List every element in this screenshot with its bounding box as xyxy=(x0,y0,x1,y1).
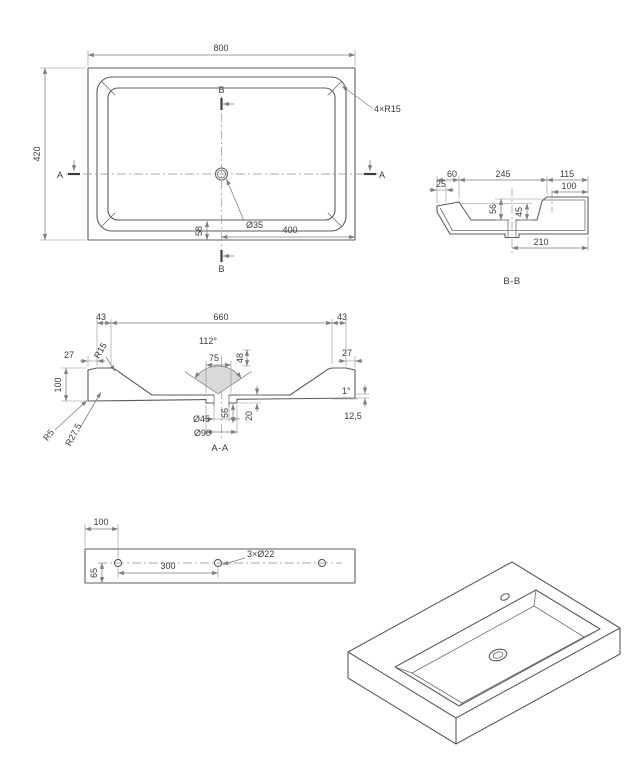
wall-inner-line-bb xyxy=(440,199,586,231)
iso-basin-wall-edges xyxy=(394,589,601,707)
aa-radius-r5: R5 xyxy=(41,428,56,443)
aa-drain-dia-45: Ø45 xyxy=(193,414,210,424)
bb-dim-210: 210 xyxy=(533,237,548,247)
section-b-marker-bottom: B xyxy=(218,264,224,274)
dim-400: 400 xyxy=(282,225,297,235)
aa-angle-1: 1° xyxy=(342,386,351,396)
back-holes-note: 3×Ø22 xyxy=(247,549,274,559)
rim-corner-chamfers xyxy=(101,81,342,227)
aa-dim-43-right: 43 xyxy=(337,312,347,322)
aa-dim-20: 20 xyxy=(244,411,254,421)
drain-boss-aa xyxy=(205,398,238,404)
aa-dim-100: 100 xyxy=(53,377,63,392)
aa-dim-43-left: 43 xyxy=(96,312,106,322)
section-aa-view: 43 660 43 112° 27 R15 75 48 27 100 R5 R2… xyxy=(41,312,369,454)
section-bb-geometry xyxy=(429,176,589,253)
back-dim-300: 300 xyxy=(160,561,175,571)
isometric-view xyxy=(347,561,621,745)
top-view-geometry xyxy=(40,50,378,262)
back-dim-100: 100 xyxy=(93,517,108,527)
bb-dim-245: 245 xyxy=(495,169,510,179)
section-bb-view: 25 60 245 115 100 56 45 210 B-B xyxy=(429,169,589,287)
aa-dim-27-left: 27 xyxy=(64,350,74,360)
section-aa-geometry xyxy=(54,319,369,441)
back-view-geometry xyxy=(84,524,356,584)
section-a-marker-left: A xyxy=(57,170,63,180)
angle-sector xyxy=(194,365,242,394)
drain-boss-bb xyxy=(504,233,520,239)
aa-drain-dia-90: Ø90 xyxy=(194,428,211,438)
aa-dim-75: 75 xyxy=(209,353,219,363)
drain-diameter-label: Ø35 xyxy=(246,220,263,230)
dim-58: 58 xyxy=(194,226,204,236)
section-aa-label: A-A xyxy=(211,443,229,454)
aa-dim-12-5: 12,5 xyxy=(344,411,362,421)
top-view: 800 420 4×R15 58 Ø35 400 A A B B xyxy=(32,43,401,274)
bb-dim-25: 25 xyxy=(436,179,446,189)
corner-radius-note: 4×R15 xyxy=(374,104,401,114)
bb-dim-60: 60 xyxy=(447,169,457,179)
iso-side-faces xyxy=(347,627,621,745)
aa-dim-56: 56 xyxy=(220,408,230,418)
drain-hole-aa xyxy=(213,394,230,407)
bb-dim-56: 56 xyxy=(488,204,498,214)
section-b-marker-top: B xyxy=(218,85,224,95)
isometric-geometry xyxy=(347,561,621,745)
iso-tap-hole xyxy=(500,593,510,601)
dim-420: 420 xyxy=(32,146,42,161)
back-view: 100 65 300 3×Ø22 xyxy=(84,517,356,584)
bb-dim-100: 100 xyxy=(561,181,576,191)
section-bb-label: B-B xyxy=(503,276,520,287)
aa-dim-48: 48 xyxy=(235,353,245,363)
aa-dim-27-right: 27 xyxy=(342,348,352,358)
aa-dim-660: 660 xyxy=(213,312,228,322)
bb-dim-45: 45 xyxy=(514,207,524,217)
aa-angle-112: 112° xyxy=(199,336,217,346)
back-dim-65: 65 xyxy=(89,568,99,578)
aa-radius-r27-5: R27,5 xyxy=(63,422,83,448)
section-a-marker-right: A xyxy=(379,170,385,180)
iso-basin-rim xyxy=(394,589,601,707)
dim-800: 800 xyxy=(213,43,228,53)
drain-hole-bb xyxy=(507,219,517,238)
bb-dim-115: 115 xyxy=(560,169,574,179)
iso-drain-hole xyxy=(488,648,508,662)
